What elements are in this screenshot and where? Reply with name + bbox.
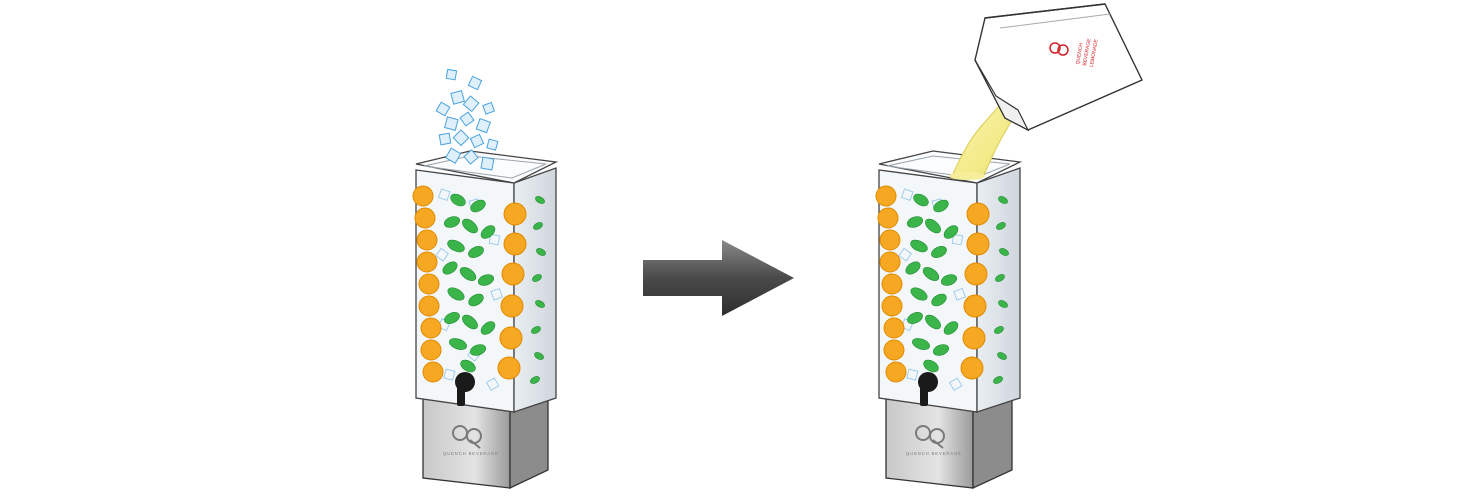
orange-slices-left <box>412 185 444 383</box>
mint-leaves-side <box>993 196 1009 384</box>
mint-leaves-side <box>530 196 546 384</box>
falling-ice-cubes <box>435 68 499 171</box>
dispenser-step-2: QUENCH BEVERAGE <box>875 3 1143 490</box>
mint-leaves-center <box>905 193 959 373</box>
qb-logo-icon <box>452 425 482 449</box>
qb-logo-icon <box>915 425 945 449</box>
pitcher-label-line: QUENCH <box>1075 42 1085 65</box>
orange-slices-left <box>875 185 907 383</box>
brand-wordmark: QUENCH BEVERAGE <box>443 451 499 456</box>
pitcher-logo-icon <box>1049 42 1069 56</box>
mint-leaves-center <box>442 193 496 373</box>
orange-slices-right <box>497 202 527 380</box>
pitcher-label: QUENCH BEVERAGE LEMONADE <box>1075 37 1100 67</box>
spigot-icon <box>455 372 475 406</box>
spigot-icon <box>918 372 938 406</box>
pouring-liquid <box>949 101 1019 180</box>
right-arrow-icon <box>643 240 794 316</box>
dispenser-step-1: QUENCH BEVERAGE <box>412 68 559 490</box>
pitcher-label-line: BEVERAGE <box>1082 37 1093 66</box>
pitcher-label-line: LEMONADE <box>1089 38 1100 67</box>
orange-slices-right <box>960 202 990 380</box>
brand-wordmark: QUENCH BEVERAGE <box>906 451 962 456</box>
pitcher: QUENCH BEVERAGE LEMONADE <box>974 3 1143 132</box>
